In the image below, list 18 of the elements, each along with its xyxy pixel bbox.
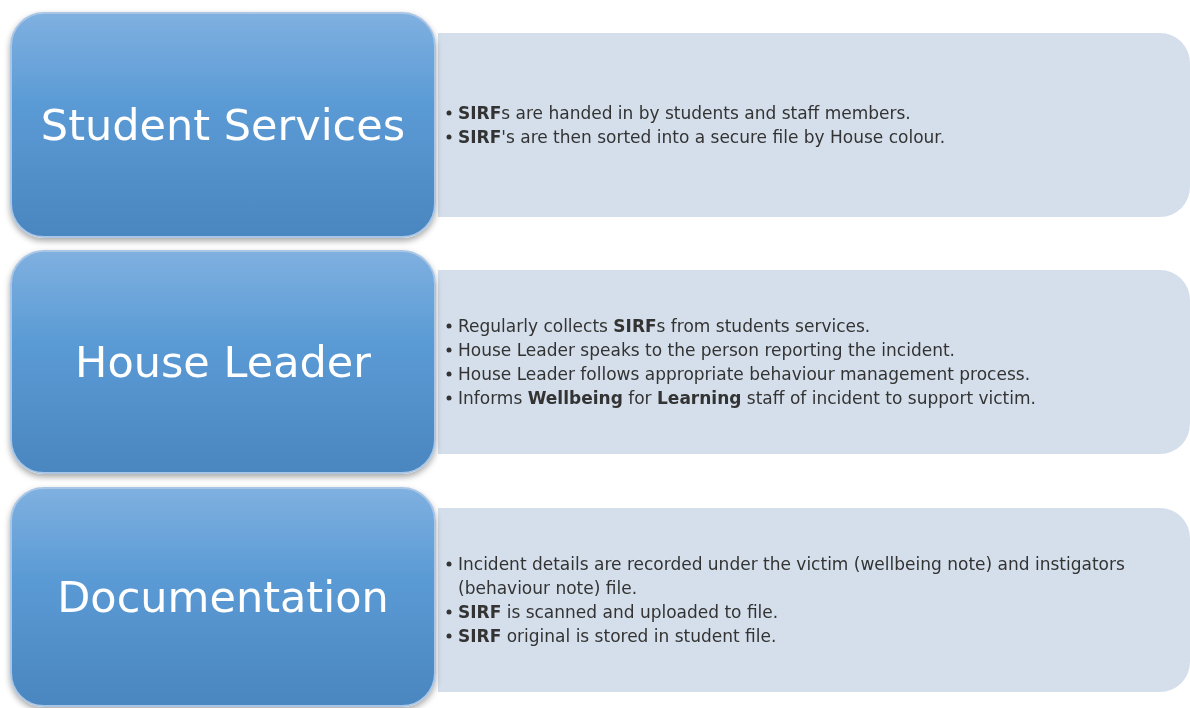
bullet-text: SIRF original is stored in student file. — [458, 625, 777, 648]
stage-title: Student Services — [40, 100, 406, 150]
bullet-text: House Leader follows appropriate behaviour management process. — [458, 363, 1031, 386]
stage-box — [10, 250, 436, 474]
bullet-text: Incident details are recorded under the victim (wellbeing note) and instigators (behaviour note) file. — [458, 553, 1126, 600]
bullet-text: SIRF is scanned and uploaded to file. — [458, 601, 779, 624]
bullet-text: SIRFs are handed in by students and staff members. — [458, 102, 911, 125]
stage-box — [10, 12, 436, 238]
bullet-text: Informs Wellbeing for Learning staff of incident to support victim. — [458, 387, 1036, 410]
description-panel — [438, 33, 1190, 217]
bullet-text: House Leader speaks to the person reporting the incident. — [458, 339, 956, 362]
description-panel — [438, 508, 1190, 692]
bullet-text: SIRF's are then sorted into a secure file by House colour. — [458, 126, 946, 149]
bullet-text: Regularly collects SIRFs from students services. — [458, 315, 871, 338]
stage-title: Documentation — [57, 572, 389, 622]
description-panel — [438, 270, 1190, 454]
stage-box — [10, 487, 436, 707]
stage-title: House Leader — [75, 337, 371, 387]
